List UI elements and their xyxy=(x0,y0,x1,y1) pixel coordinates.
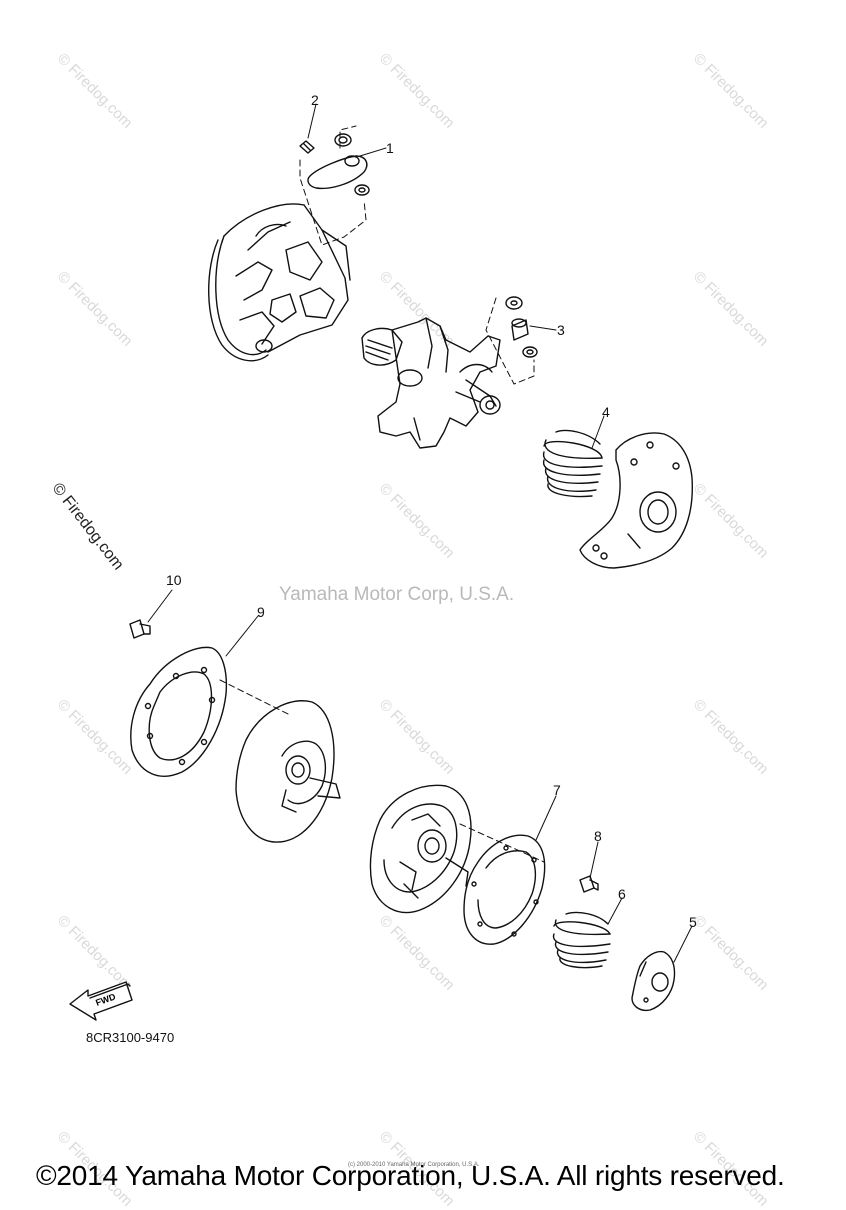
callout-9: 9 xyxy=(257,604,265,620)
weight-set-part-1 xyxy=(299,133,370,196)
secondary-sliding-sheave xyxy=(369,784,472,914)
center-watermark: Yamaha Motor Corp, U.S.A. xyxy=(279,584,515,605)
callout-3: 3 xyxy=(557,322,565,338)
callout-4: 4 xyxy=(602,404,610,420)
small-copyright: (c) 2000-2010 Yamaha Motor Corporation, … xyxy=(348,1162,480,1168)
footer-copyright: ©2014 Yamaha Motor Corporation, U.S.A. A… xyxy=(36,1160,785,1191)
spring-part-4 xyxy=(542,429,603,498)
callout-10: 10 xyxy=(166,572,182,588)
bolt-part-8 xyxy=(579,875,599,893)
callout-7: 7 xyxy=(553,782,561,798)
callout-1: 1 xyxy=(386,140,394,156)
callout-8: 8 xyxy=(594,828,602,844)
friction-plate-part-9 xyxy=(130,646,228,777)
primary-fixed-sheave xyxy=(208,203,351,362)
cover-plate xyxy=(579,432,694,569)
bushing-set-part-3 xyxy=(505,296,538,358)
bolt-part-10 xyxy=(129,619,151,639)
forward-arrow-icon xyxy=(69,981,133,1021)
spring-part-6 xyxy=(552,911,611,969)
secondary-sheave-disc xyxy=(235,700,341,843)
friction-plate-part-7 xyxy=(463,834,546,945)
callout-5: 5 xyxy=(689,914,697,930)
callout-2: 2 xyxy=(311,92,319,108)
spider-assembly xyxy=(361,317,501,449)
cam-part-5 xyxy=(631,950,676,1012)
diagram-part-code: 8CR3100-9470 xyxy=(86,1030,175,1045)
callout-6: 6 xyxy=(618,886,626,902)
